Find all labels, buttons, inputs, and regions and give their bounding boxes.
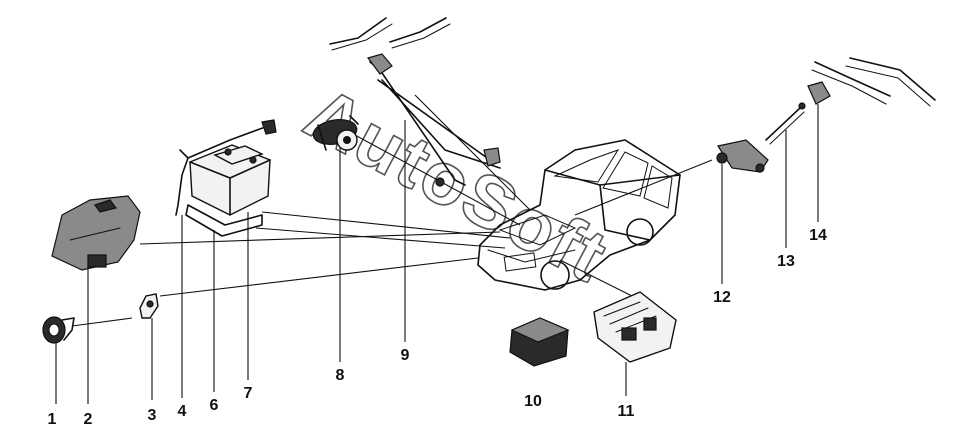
wiper-arm-rod <box>765 102 806 145</box>
callout-3: 3 <box>148 407 157 424</box>
vehicle-outline <box>477 139 681 291</box>
callout-10: 10 <box>524 393 542 410</box>
wiper-arm-rear <box>807 81 831 105</box>
wiper-blades-front <box>329 17 451 51</box>
callout-8: 8 <box>336 367 345 384</box>
wiper-motor-rear <box>716 139 769 173</box>
callout-11: 11 <box>618 403 635 420</box>
horn <box>42 316 75 344</box>
callout-lines <box>55 104 819 404</box>
washer-reservoir <box>51 195 141 271</box>
wiper-motor-front <box>312 115 359 151</box>
battery-tray <box>185 204 263 237</box>
fuse-relay-box <box>593 291 677 363</box>
callout-7: 7 <box>244 385 253 402</box>
callout-4: 4 <box>178 403 187 420</box>
callout-13: 13 <box>777 253 795 270</box>
control-unit <box>509 317 570 367</box>
battery <box>189 144 271 216</box>
watermark-text: AutoSoft <box>292 71 621 298</box>
callout-6: 6 <box>210 397 219 414</box>
wiper-blades-rear <box>811 57 936 107</box>
callout-1: 1 <box>48 411 57 428</box>
callout-12: 12 <box>713 289 731 306</box>
wiper-linkage <box>366 53 501 187</box>
callout-9: 9 <box>401 347 410 364</box>
callout-labels: 1 2 3 4 6 7 8 9 10 11 12 13 14 <box>48 227 827 428</box>
sensor-clip <box>139 293 159 319</box>
battery-cable <box>175 119 277 216</box>
callout-14: 14 <box>809 227 827 244</box>
callout-2: 2 <box>84 411 93 428</box>
